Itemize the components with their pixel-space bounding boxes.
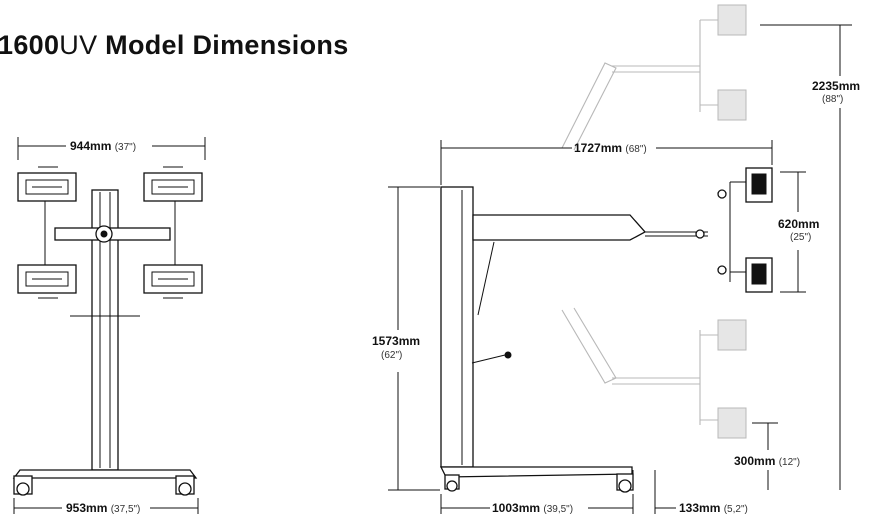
front-lamp-top-left bbox=[17, 166, 77, 202]
dim-overhang: 133mm (5,2") bbox=[632, 470, 748, 515]
side-view: 1727mm (68") 1573mm (62") 2235mm (88") 6… bbox=[372, 4, 860, 515]
front-lamp-bottom-left bbox=[17, 264, 77, 299]
front-wheel-left bbox=[13, 475, 33, 496]
front-wheel-right bbox=[175, 475, 195, 496]
label-front-top-width: 944mm (37") bbox=[70, 139, 136, 153]
label-side-height-imperial: (62") bbox=[381, 350, 402, 361]
ghost-arm-lower bbox=[561, 307, 747, 439]
label-side-height: 1573mm bbox=[372, 334, 420, 348]
label-base-length: 1003mm (39,5") bbox=[492, 501, 573, 515]
side-wheel-left bbox=[444, 474, 460, 492]
ghost-arm-upper bbox=[561, 4, 747, 151]
side-lamp-head bbox=[717, 167, 773, 293]
label-lamp-span: 620mm bbox=[778, 217, 819, 231]
dim-front-top-width: 944mm (37") bbox=[17, 137, 206, 160]
side-wheel-right bbox=[616, 473, 634, 493]
dim-side-reach: 1727mm (68") bbox=[440, 140, 773, 185]
title-rest: Model Dimensions bbox=[97, 30, 349, 60]
side-column bbox=[440, 186, 474, 468]
dim-base-length: 1003mm (39,5") bbox=[440, 494, 634, 515]
label-lamp-span-imperial: (25") bbox=[790, 232, 811, 243]
dim-min-height: 300mm (12") bbox=[734, 422, 800, 490]
label-min-height: 300mm (12") bbox=[734, 454, 800, 468]
label-side-reach: 1727mm (68") bbox=[574, 141, 647, 155]
dim-max-height: 2235mm (88") bbox=[760, 24, 860, 490]
label-front-base-width: 953mm (37,5") bbox=[66, 501, 140, 515]
dim-lamp-span: 620mm (25") bbox=[778, 171, 819, 293]
label-max-height-imperial: (88") bbox=[822, 94, 843, 105]
dim-side-height: 1573mm (62") bbox=[372, 186, 440, 491]
model-suffix: UV bbox=[59, 30, 98, 60]
page-title: 1600UV Model Dimensions bbox=[0, 30, 349, 61]
side-arm bbox=[472, 214, 647, 241]
dim-front-base-width: 953mm (37,5") bbox=[13, 498, 199, 515]
front-lamp-bottom-right bbox=[143, 264, 203, 299]
side-base bbox=[439, 466, 633, 478]
label-max-height: 2235mm bbox=[812, 79, 860, 93]
front-base bbox=[12, 469, 198, 479]
label-overhang: 133mm (5,2") bbox=[679, 501, 748, 515]
model-number: 1600 bbox=[0, 30, 60, 60]
front-lamp-top-right bbox=[143, 166, 203, 202]
front-view: 944mm (37") bbox=[12, 137, 206, 515]
